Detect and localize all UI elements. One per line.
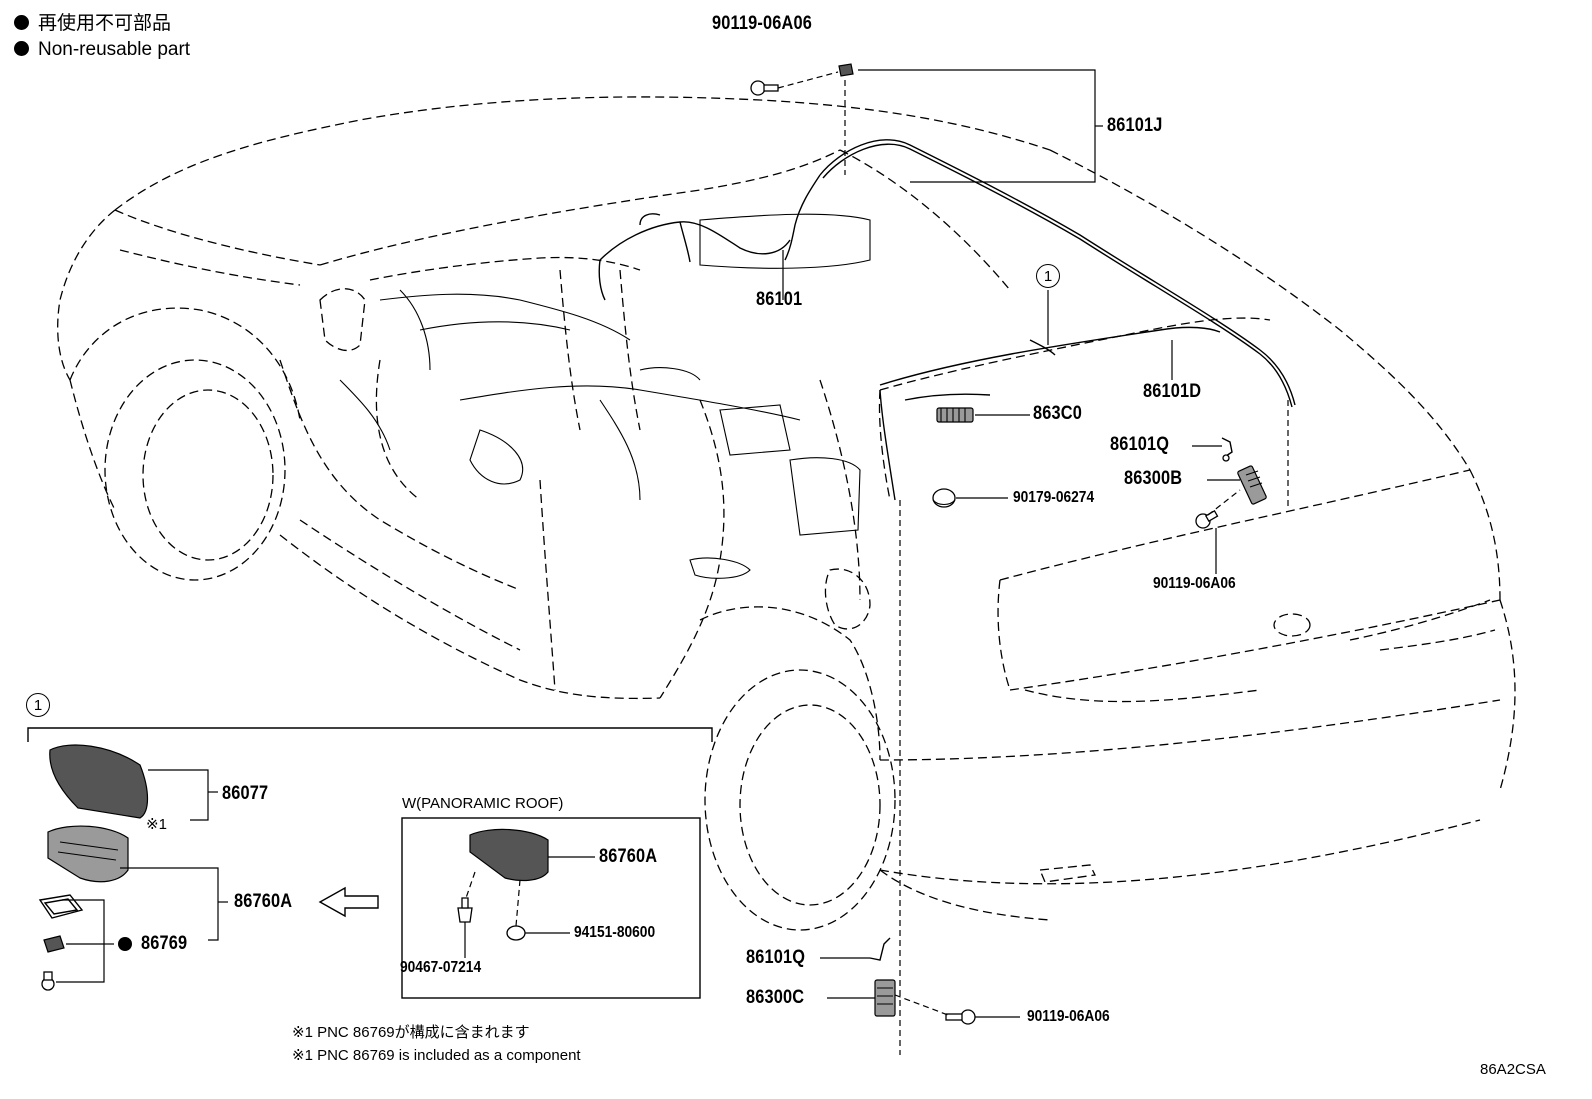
amplifier-icon xyxy=(874,979,896,1017)
footnote-jp: ※1 PNC 86769が構成に含まれます xyxy=(292,1024,530,1041)
legend-en: Non-reusable part xyxy=(14,40,190,59)
antenna-cover-icon xyxy=(49,744,149,819)
clip-icon xyxy=(1221,437,1233,462)
part-label-863C0[interactable]: 863C0 xyxy=(1033,403,1083,424)
footnote-en: ※1 PNC 86769 is included as a component xyxy=(292,1047,581,1064)
bolt-icon xyxy=(945,1009,976,1025)
antenna-base-icon xyxy=(47,825,129,883)
arrow-left-icon xyxy=(318,886,379,918)
bolt-icon xyxy=(1195,510,1219,529)
callout-1-vehicle[interactable]: 1 xyxy=(1036,264,1060,288)
part-label-86760A-left[interactable]: 86760A xyxy=(234,891,293,912)
ref-mark: ※1 xyxy=(146,816,167,833)
detail-section xyxy=(27,727,713,999)
part-label-86101J[interactable]: 86101J xyxy=(1107,115,1163,136)
part-label-94151[interactable]: 94151-80600 xyxy=(574,924,656,941)
part-label-86300B[interactable]: 86300B xyxy=(1124,468,1183,489)
non-reusable-dot-icon xyxy=(118,937,132,951)
car-outline xyxy=(57,96,1516,931)
grommet-icon xyxy=(932,488,956,508)
callout-1-detail[interactable]: 1 xyxy=(26,693,50,717)
gasket-icon xyxy=(38,894,84,919)
part-label-86077[interactable]: 86077 xyxy=(222,783,269,804)
part-label-90179[interactable]: 90179-06274 xyxy=(1013,489,1095,506)
leader-lines xyxy=(777,69,1289,1055)
legend-dot-icon xyxy=(14,41,29,56)
clip-icon xyxy=(869,937,891,961)
panoramic-roof-box-title: W(PANORAMIC ROOF) xyxy=(402,795,564,812)
part-label-86101Q-right[interactable]: 86101Q xyxy=(1110,434,1170,455)
part-label-86760A-box[interactable]: 86760A xyxy=(599,846,658,867)
legend-dot-icon xyxy=(14,15,29,30)
part-label-86101D[interactable]: 86101D xyxy=(1143,381,1202,402)
part-label-90467[interactable]: 90467-07214 xyxy=(400,959,482,976)
legend-en-text: Non-reusable part xyxy=(38,39,191,60)
part-glyphs xyxy=(750,63,1267,1025)
part-label-86769[interactable]: 86769 xyxy=(141,933,188,954)
part-label-86101[interactable]: 86101 xyxy=(756,289,803,310)
antenna-cords xyxy=(598,139,1296,501)
diagram-code: 86A2CSA xyxy=(1480,1061,1546,1078)
part-label-90119-bottom[interactable]: 90119-06A06 xyxy=(1027,1008,1110,1025)
clip-icon xyxy=(457,897,473,923)
part-label-86101Q-bottom[interactable]: 86101Q xyxy=(746,947,806,968)
part-label-90119-right[interactable]: 90119-06A06 xyxy=(1153,575,1236,592)
antenna-base-pano-icon xyxy=(469,828,549,882)
bolt-icon xyxy=(750,80,779,96)
part-label-90119-top[interactable]: 90119-06A06 xyxy=(712,13,813,34)
nut-icon xyxy=(43,935,65,953)
legend-jp-text: 再使用不可部品 xyxy=(38,13,172,34)
connector-icon xyxy=(936,407,974,423)
part-label-86300C[interactable]: 86300C xyxy=(746,987,805,1008)
amplifier-icon xyxy=(1237,465,1267,505)
grommet-icon xyxy=(506,925,526,941)
screw-icon xyxy=(41,971,55,991)
interior-outline xyxy=(339,213,871,579)
legend-jp: 再使用不可部品 xyxy=(14,14,171,33)
clamp-icon xyxy=(838,63,854,77)
